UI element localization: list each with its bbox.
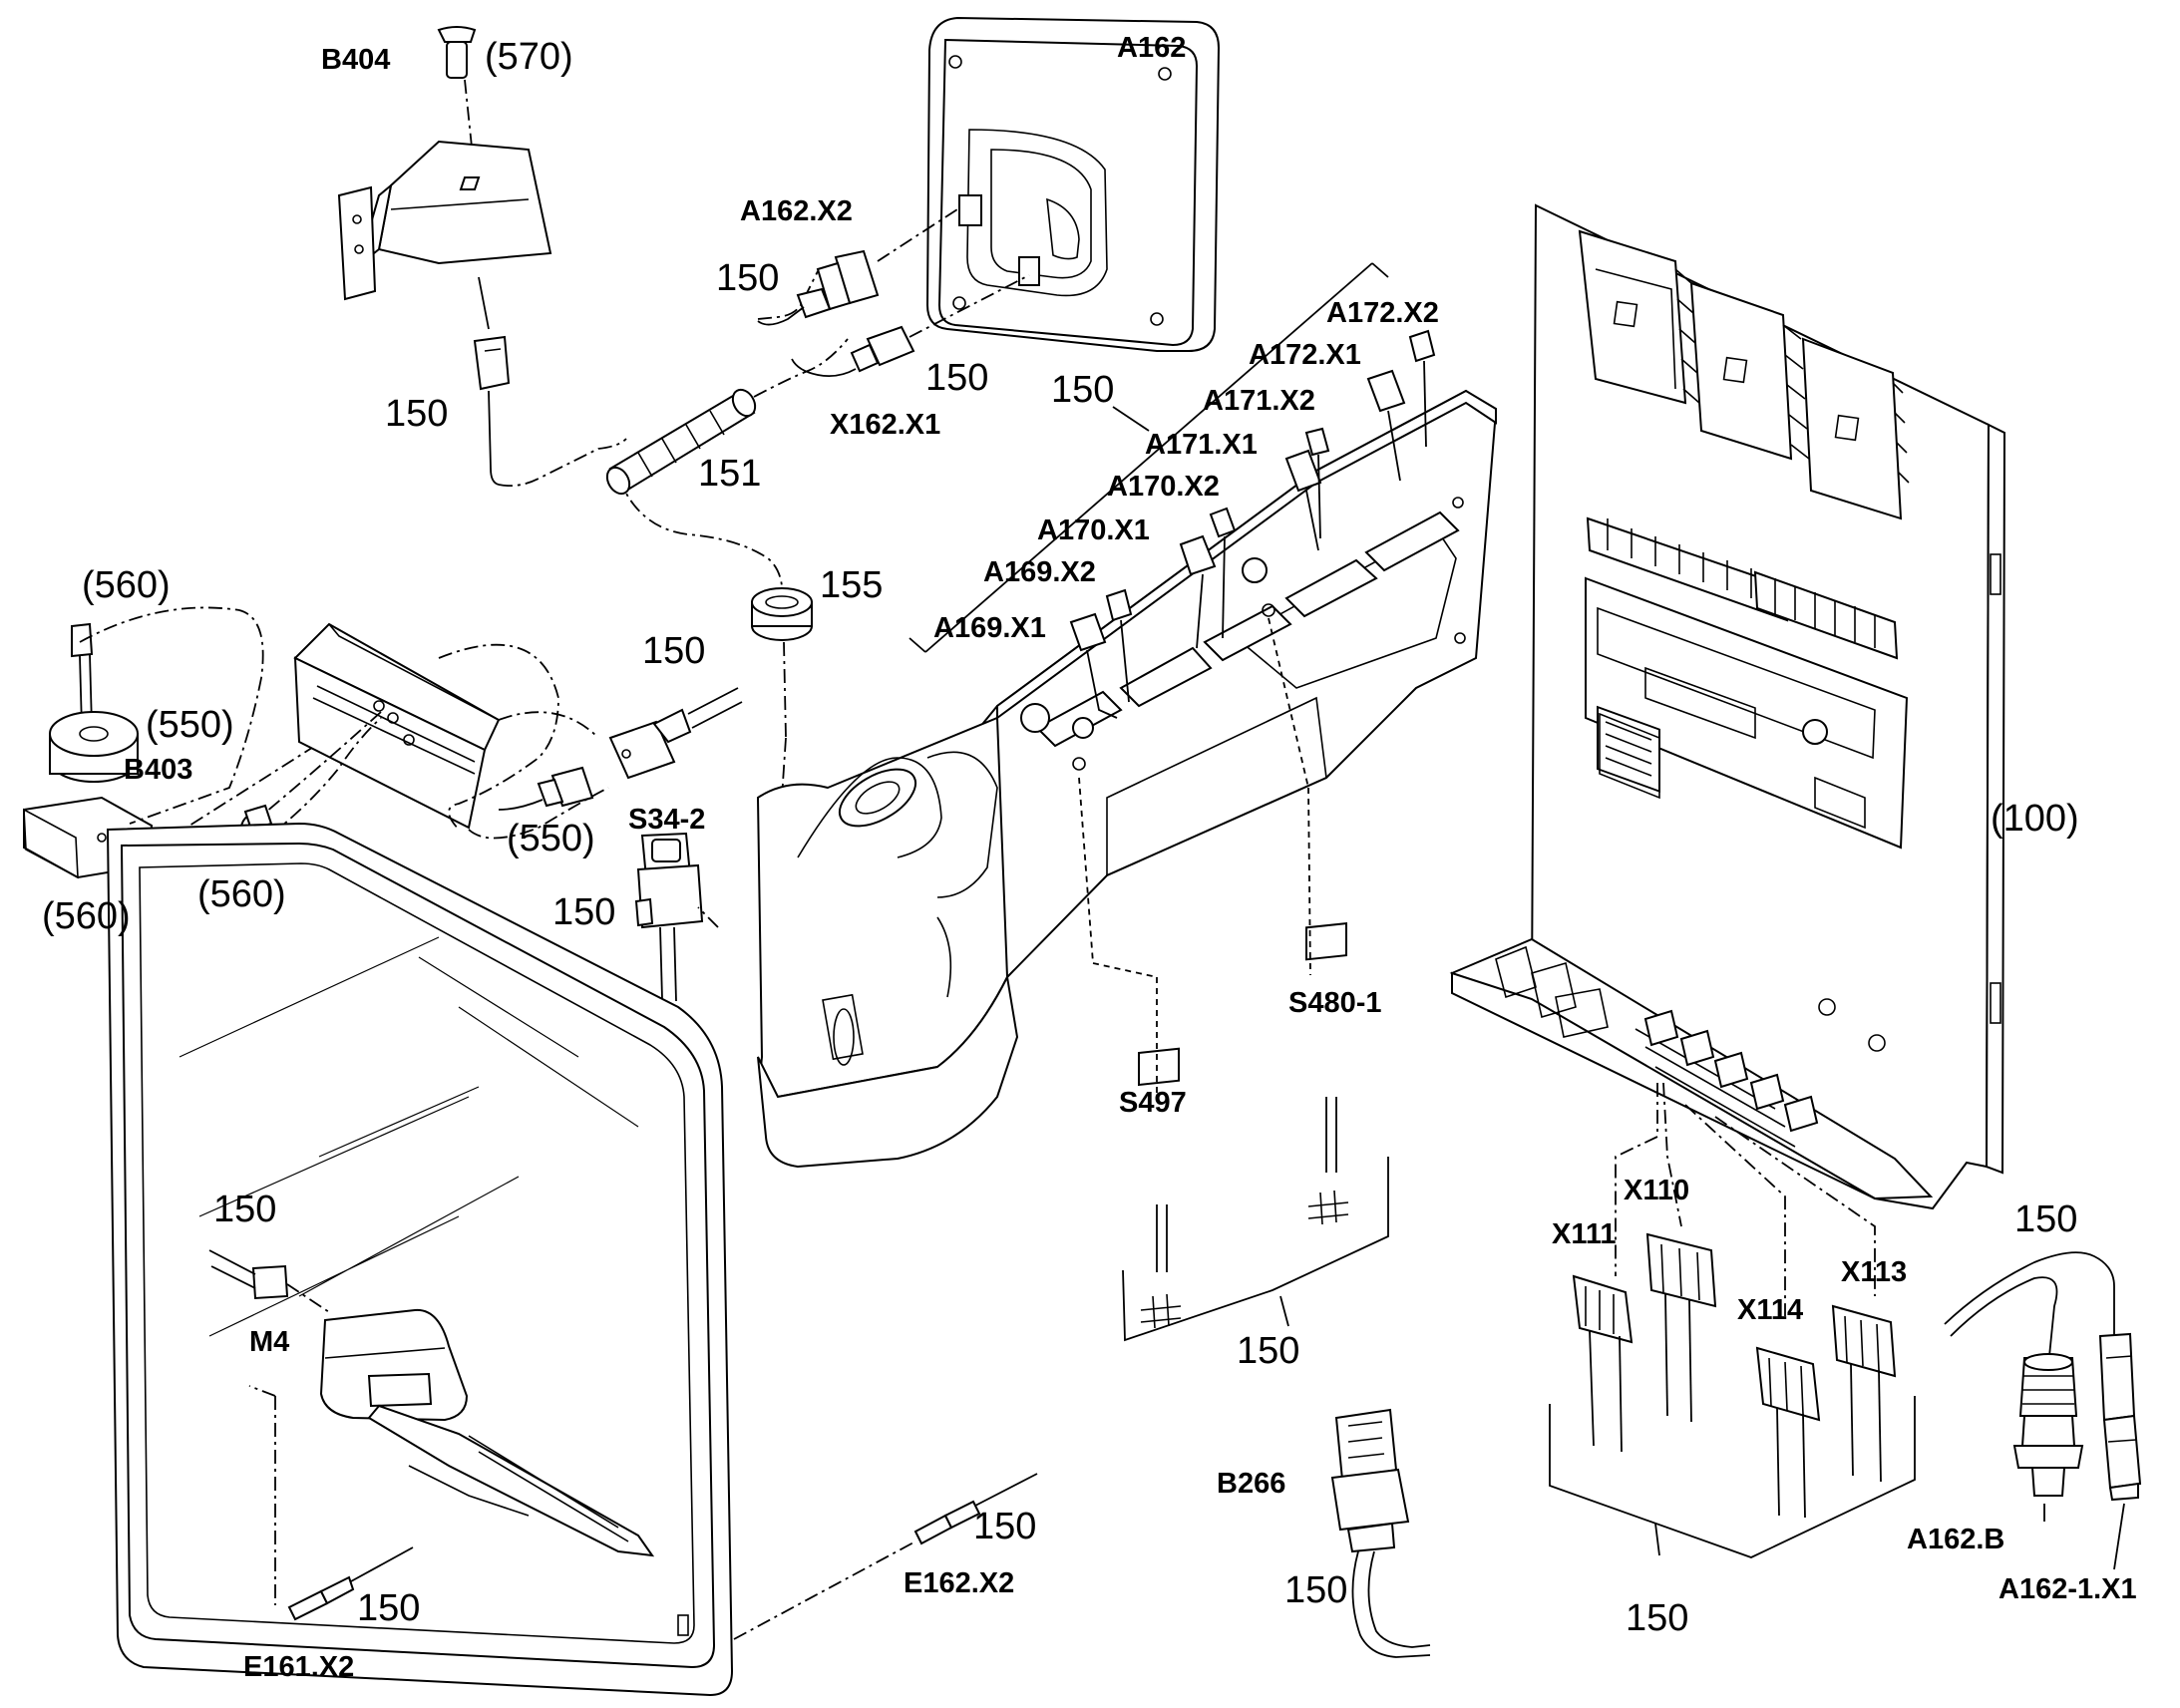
console-connectors <box>1069 329 1436 719</box>
connector-m4 <box>208 1249 330 1313</box>
label-150-plug: 150 <box>642 630 706 672</box>
sensor-b266 <box>1330 1408 1431 1658</box>
label-150-b266: 150 <box>1284 1569 1348 1611</box>
label-s480-1: S480-1 <box>1288 987 1382 1019</box>
label-b403: B403 <box>124 754 193 786</box>
label-100: (100) <box>1991 798 2079 840</box>
label-a171-x2: A171.X2 <box>1203 385 1315 417</box>
corrugated-tube-151 <box>605 388 757 496</box>
label-a172-x2: A172.X2 <box>1326 297 1439 329</box>
sensor-b404-bracket <box>337 26 552 486</box>
label-a170-x1: A170.X1 <box>1037 514 1150 546</box>
label-x110: X110 <box>1624 1175 1690 1206</box>
overhead-console <box>756 389 1498 1169</box>
label-a162-b: A162.B <box>1907 1524 2005 1555</box>
label-x114: X114 <box>1737 1294 1804 1326</box>
label-b404: B404 <box>321 44 391 76</box>
label-150-e161: 150 <box>357 1587 421 1629</box>
wiper-motor-m4 <box>319 1308 655 1557</box>
connector-550 <box>468 766 609 840</box>
label-550-connector: (550) <box>507 818 595 859</box>
label-150-m4: 150 <box>213 1189 277 1230</box>
label-x113: X113 <box>1841 1256 1908 1288</box>
grommet-155 <box>751 587 813 858</box>
wiper-bracket <box>293 622 501 830</box>
connector-x114 <box>1755 1346 1821 1519</box>
connector-a162-1-x1 <box>2098 1332 2142 1502</box>
electrical-panel-100 <box>1449 203 2006 1210</box>
switch-s34-2 <box>634 832 704 1002</box>
label-a169-x2: A169.X2 <box>983 556 1096 588</box>
label-s497: S497 <box>1119 1087 1187 1119</box>
label-150-x162: 150 <box>925 357 989 399</box>
label-560-grommet: (560) <box>197 873 286 915</box>
label-s34-2: S34-2 <box>628 804 706 836</box>
display-unit-a162 <box>925 16 1221 352</box>
label-a170-x2: A170.X2 <box>1107 471 1220 503</box>
connector-x162-x1 <box>791 274 1030 378</box>
label-a169-x1: A169.X1 <box>933 612 1046 644</box>
window-frame <box>106 822 734 1697</box>
label-150-b404: 150 <box>385 393 449 435</box>
label-150-x-connectors: 150 <box>1626 1597 1689 1639</box>
switch-s497 <box>1138 1047 1182 1329</box>
label-150-a162x2: 150 <box>716 257 780 299</box>
label-m4: M4 <box>249 1326 290 1358</box>
label-a162-x2: A162.X2 <box>740 195 853 227</box>
label-151: 151 <box>698 453 762 495</box>
connector-x111 <box>1572 1274 1634 1453</box>
label-150-s34: 150 <box>552 891 616 933</box>
label-a162-1-x1: A162-1.X1 <box>1998 1573 2137 1605</box>
label-a162: A162 <box>1117 32 1187 64</box>
label-x162-x1: X162.X1 <box>830 409 941 441</box>
connector-150-s34 <box>608 687 743 780</box>
label-150-a162b: 150 <box>2014 1198 2078 1240</box>
sensor-a162-b <box>1944 1251 2115 1497</box>
label-150-e162: 150 <box>973 1506 1037 1547</box>
label-150-console: 150 <box>1051 369 1115 411</box>
label-155: 155 <box>820 564 884 606</box>
label-b266: B266 <box>1217 1468 1286 1500</box>
label-e161-x2: E161.X2 <box>243 1651 355 1683</box>
label-550-bracket: (550) <box>146 704 234 746</box>
connector-e162-x2 <box>733 1473 1038 1640</box>
label-150-switches: 150 <box>1237 1330 1300 1372</box>
label-a172-x1: A172.X1 <box>1249 339 1361 371</box>
label-e162-x2: E162.X2 <box>904 1567 1015 1599</box>
label-570: (570) <box>485 36 573 78</box>
switch-s480-1 <box>1305 922 1349 1225</box>
connector-x110 <box>1645 1232 1717 1423</box>
connector-e161-x2 <box>248 1385 414 1621</box>
label-560-bolt: (560) <box>82 564 171 606</box>
connector-a162-x2 <box>757 208 958 326</box>
label-a171-x1: A171.X1 <box>1145 429 1258 461</box>
connector-x113 <box>1831 1304 1897 1483</box>
label-560-plate: (560) <box>42 895 131 937</box>
label-x111: X111 <box>1552 1218 1617 1250</box>
